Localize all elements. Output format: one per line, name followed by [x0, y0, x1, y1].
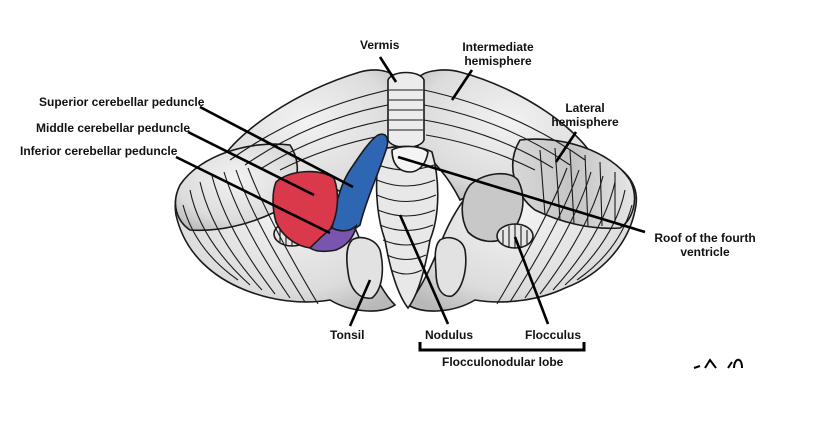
label-intermediate-hemisphere-line2: hemisphere: [464, 54, 532, 68]
roof-of-fourth-ventricle: [391, 145, 429, 173]
label-intermediate-hemisphere-line1: Intermediate: [462, 40, 534, 54]
leader-superior-peduncle: [199, 105, 354, 189]
label-roof-fourth-ventricle-line2: ventricle: [680, 245, 730, 259]
leader-vermis: [378, 56, 398, 83]
leader-middle-peduncle: [187, 130, 315, 197]
label-flocculus: Flocculus: [525, 328, 582, 342]
left-tonsil: [346, 236, 384, 299]
label-intermediate-hemisphere: Intermediate hemisphere: [458, 40, 538, 68]
label-flocculonodular-lobe: Flocculonodular lobe: [442, 355, 564, 369]
vermis-folia: [389, 89, 423, 131]
leader-lateral-hemisphere: [554, 131, 578, 163]
leader-intermediate-hemisphere: [450, 69, 474, 101]
flocculonodular-bracket: [418, 342, 586, 352]
leader-inferior-peduncle: [175, 155, 331, 235]
label-nodulus: Nodulus: [425, 328, 473, 342]
leader-flocculus: [513, 236, 550, 325]
label-roof-fourth-ventricle-line1: Roof of the fourth: [654, 231, 756, 245]
label-lateral-hemisphere: Lateral hemisphere: [550, 101, 620, 129]
label-tonsil: Tonsil: [330, 328, 365, 342]
hemisphere-folia: [182, 89, 633, 305]
label-middle-cerebellar-peduncle: Middle cerebellar peduncle: [36, 121, 191, 135]
leader-tonsil: [348, 279, 372, 327]
label-vermis: Vermis: [360, 38, 400, 52]
right-tonsil: [434, 236, 467, 297]
leader-roof-fourth-ventricle: [397, 155, 646, 234]
label-lateral-hemisphere-line1: Lateral: [565, 101, 605, 115]
label-inferior-cerebellar-peduncle: Inferior cerebellar peduncle: [20, 144, 178, 158]
label-lateral-hemisphere-line2: hemisphere: [551, 115, 619, 129]
label-superior-cerebellar-peduncle: Superior cerebellar peduncle: [39, 95, 205, 109]
leader-nodulus: [398, 214, 450, 325]
signature-mark: [693, 358, 743, 369]
label-roof-fourth-ventricle: Roof of the fourth ventricle: [650, 231, 760, 259]
